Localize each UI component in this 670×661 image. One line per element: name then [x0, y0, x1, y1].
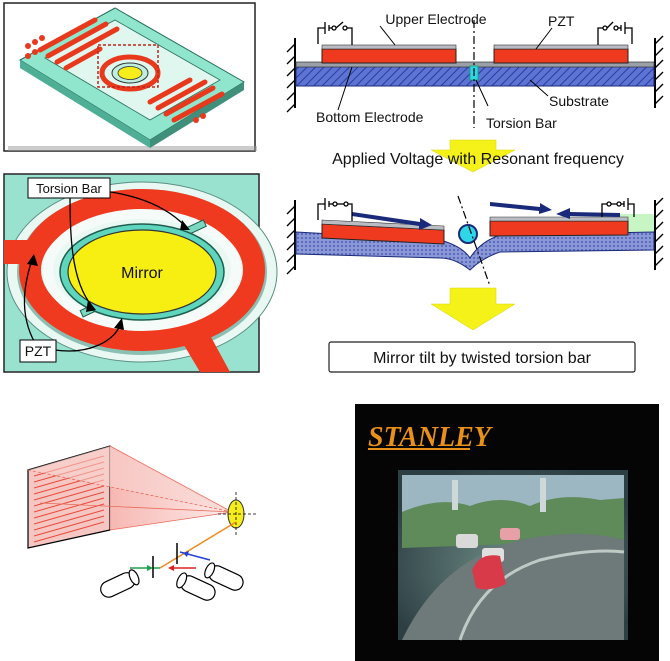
device-3d-view: [3, 2, 257, 152]
pzt-strips-lower: [147, 77, 225, 123]
upper-electrode-label: Upper Electrode: [385, 11, 486, 27]
detail-panel: Torsion Bar Mirror PZT: [3, 173, 278, 373]
tilt-caption-box: [328, 341, 636, 373]
pzt-strips-upper: [37, 17, 120, 71]
voltage-source-left: [317, 21, 353, 45]
mirror-small: [117, 66, 143, 80]
torsion-bar-twisted: [458, 224, 478, 244]
detail-highlight-box: [97, 44, 159, 88]
down-arrow-2: [430, 287, 516, 331]
torsion-bar-label-box: [27, 177, 111, 199]
stanley-logo: STANLEY: [368, 422, 494, 453]
torsion-bar-section-label: Torsion Bar: [486, 115, 557, 131]
substrate-label: Substrate: [549, 93, 609, 109]
projection-schematic: [27, 445, 256, 601]
pzt-right-driven: [489, 220, 629, 237]
pzt-right: [493, 48, 629, 64]
pzt-label: PZT: [25, 343, 52, 359]
force-arrows: [352, 202, 620, 230]
upper-electrode-left: [321, 44, 457, 50]
voltage-caption: Applied Voltage with Resonant frequency: [332, 151, 624, 168]
torsion-bar-label: Torsion Bar: [36, 181, 102, 196]
voltage-source-right: [597, 21, 633, 45]
contact-pads: [25, 35, 206, 123]
bottom-electrode-label: Bottom Electrode: [316, 109, 424, 125]
mirror: [67, 229, 217, 315]
pzt-label-box: [19, 339, 57, 363]
projected-image-photo: STANLEY: [355, 404, 659, 661]
pzt-left: [321, 48, 457, 64]
cross-section-driven: [286, 195, 664, 287]
upper-electrode-right: [493, 44, 629, 50]
down-arrow-1: [430, 139, 516, 173]
mirror-label: Mirror: [121, 265, 163, 282]
pzt-section-label: PZT: [548, 13, 575, 29]
laser-modules: [100, 562, 244, 601]
cross-section-rest: Upper Electrode PZT Bottom Electrode Sub…: [286, 11, 664, 131]
tilt-caption: Mirror tilt by twisted torsion bar: [373, 350, 592, 367]
